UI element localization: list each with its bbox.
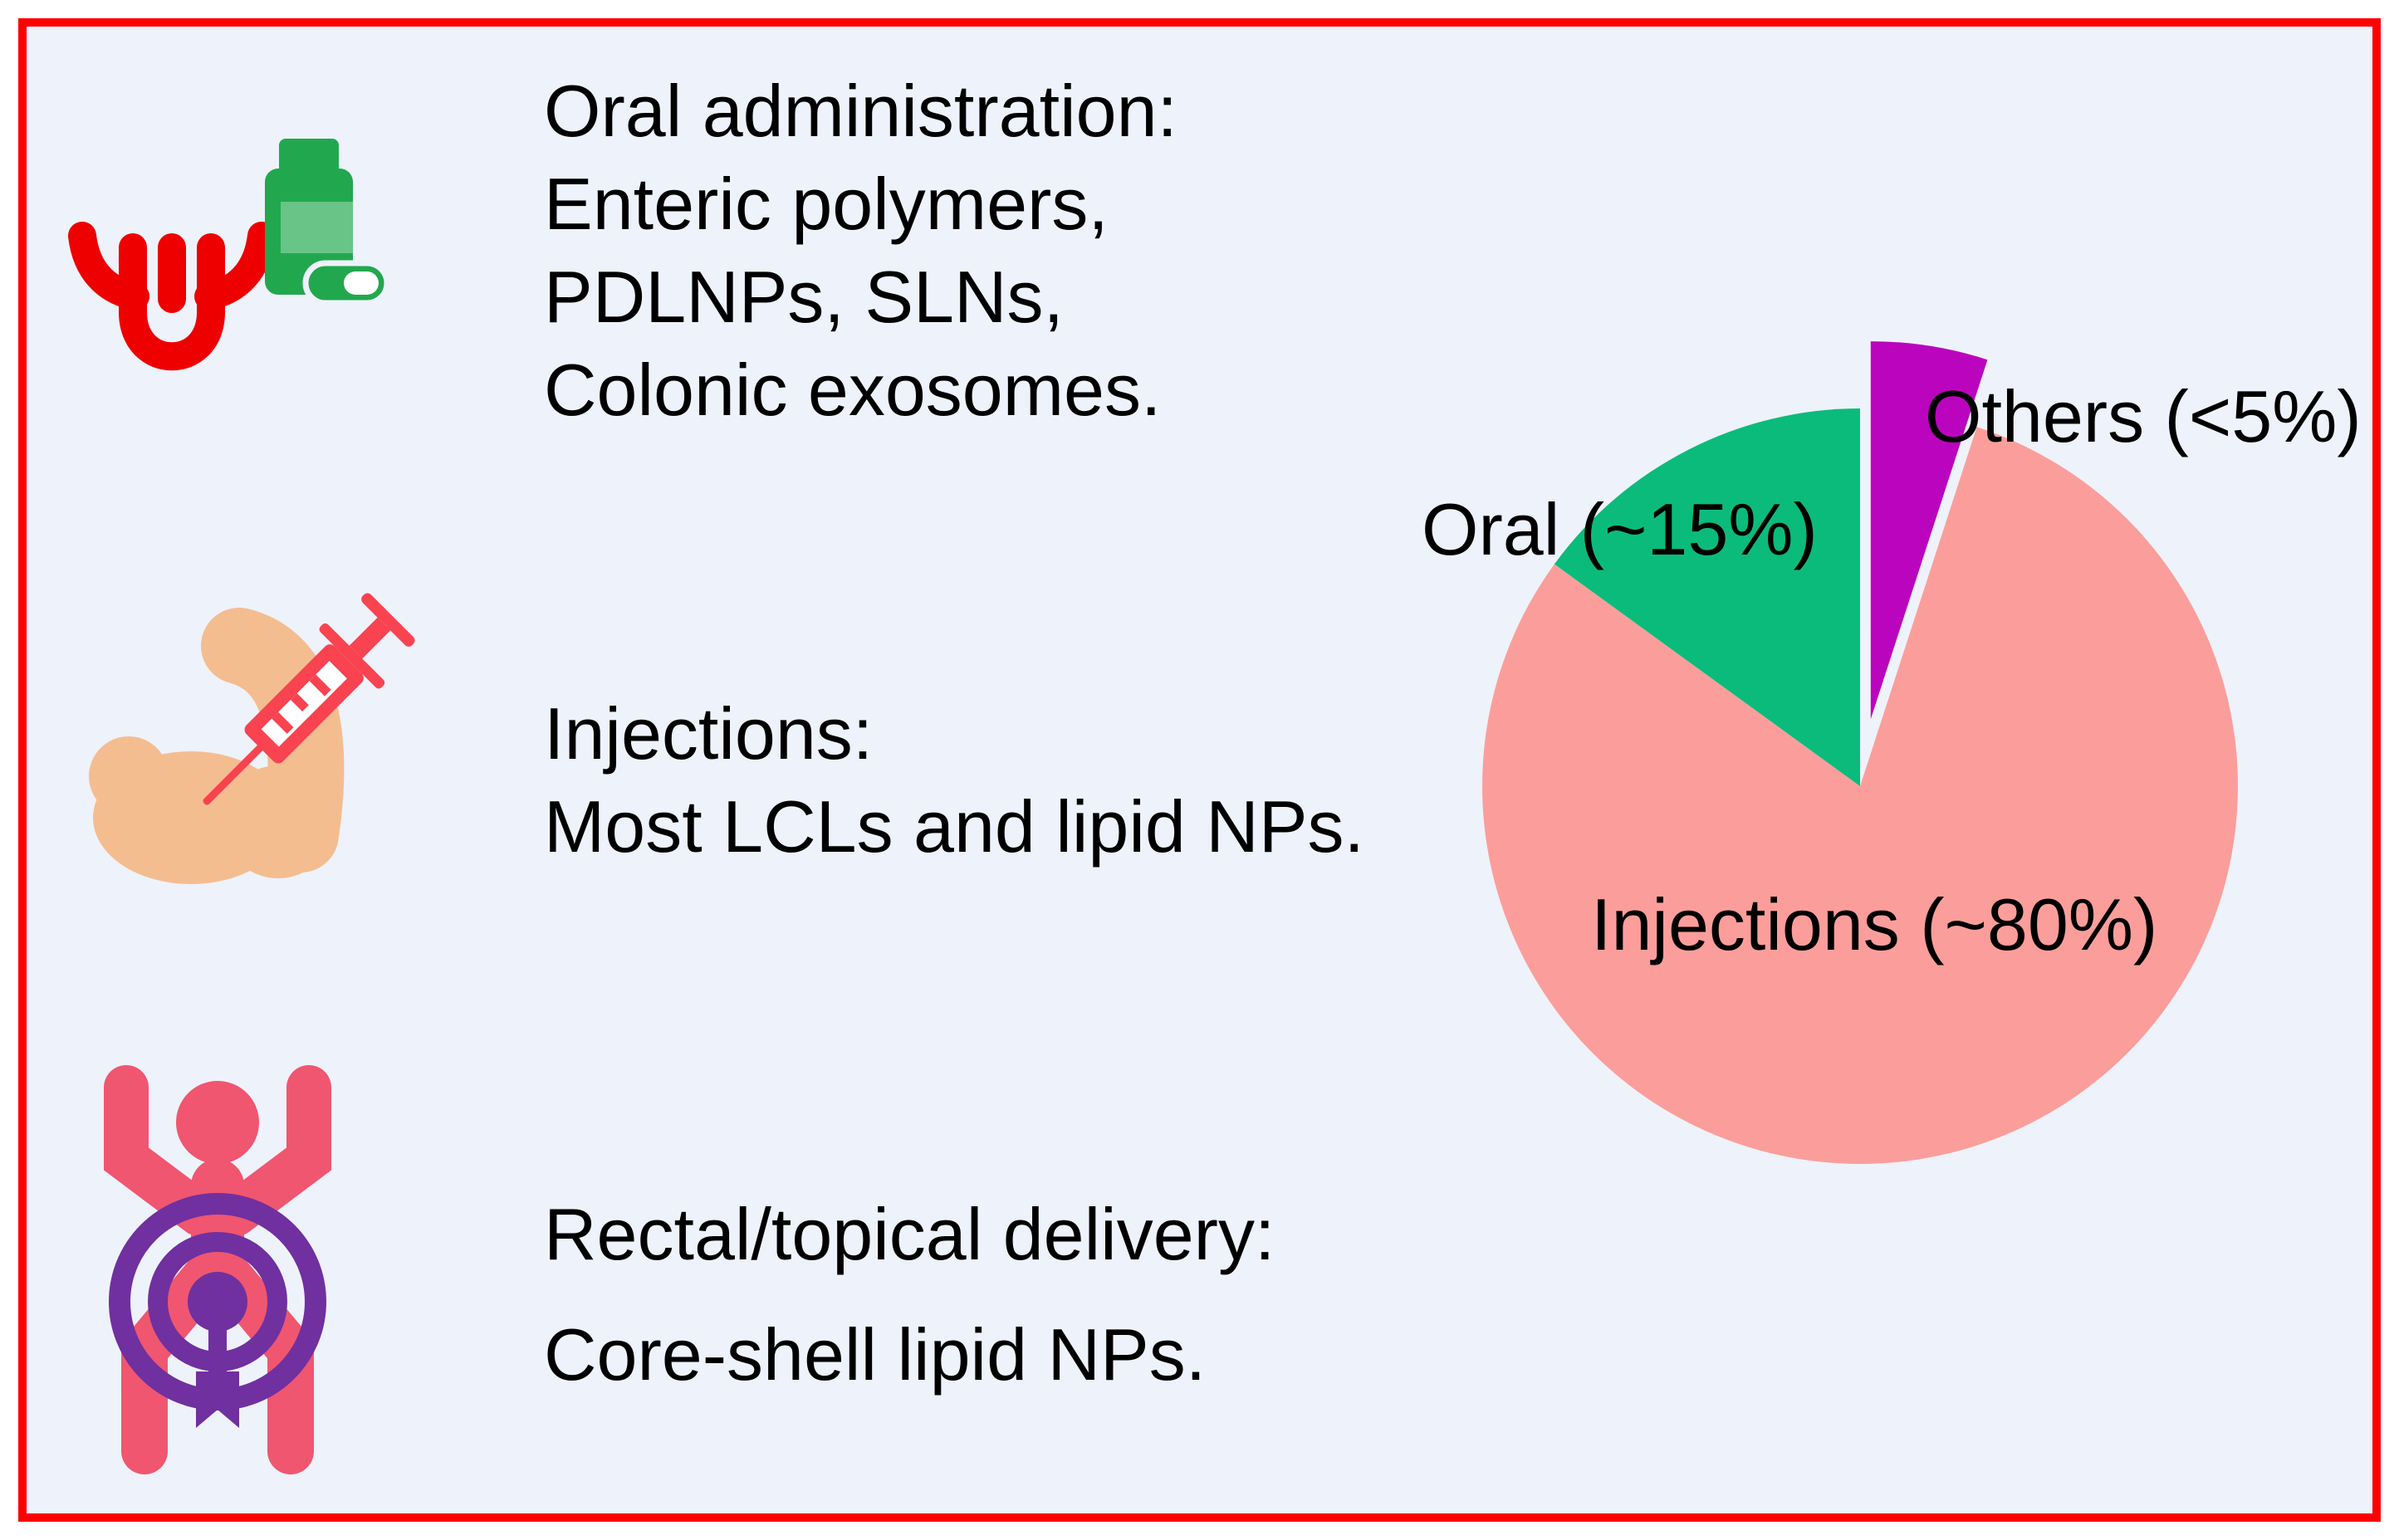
oral-administration-text: Oral administration: Enteric polymers, P…: [544, 65, 1177, 437]
oral-line-4: Colonic exosomes.: [544, 349, 1162, 431]
oral-line-2: Enteric polymers,: [544, 163, 1109, 245]
pie-slice-oral: [1554, 408, 1860, 786]
rectal-line-1: Rectal/topical delivery:: [544, 1193, 1275, 1275]
pie-slice-injections: [1481, 427, 2238, 1165]
injections-line-2: Most LCLs and lipid NPs.: [544, 785, 1364, 868]
pie-slice-others: [1870, 341, 1988, 720]
rectal-line-2: Core-shell lipid NPs.: [544, 1313, 1207, 1396]
oral-line-1: Oral administration:: [544, 70, 1177, 152]
oral-line-3: PDLNPs, SLNs,: [544, 256, 1064, 338]
injections-line-1: Injections:: [544, 692, 874, 775]
pie-label-others: Others (<5%): [1925, 375, 2362, 457]
rectal-topical-text: Rectal/topical delivery: Core-shell lipi…: [544, 1174, 1275, 1415]
pie-label-oral: Oral (~15%): [1422, 488, 1818, 570]
injections-text: Injections: Most LCLs and lipid NPs.: [544, 687, 1364, 873]
pie-label-injections: Injections (~80%): [1591, 883, 2158, 966]
